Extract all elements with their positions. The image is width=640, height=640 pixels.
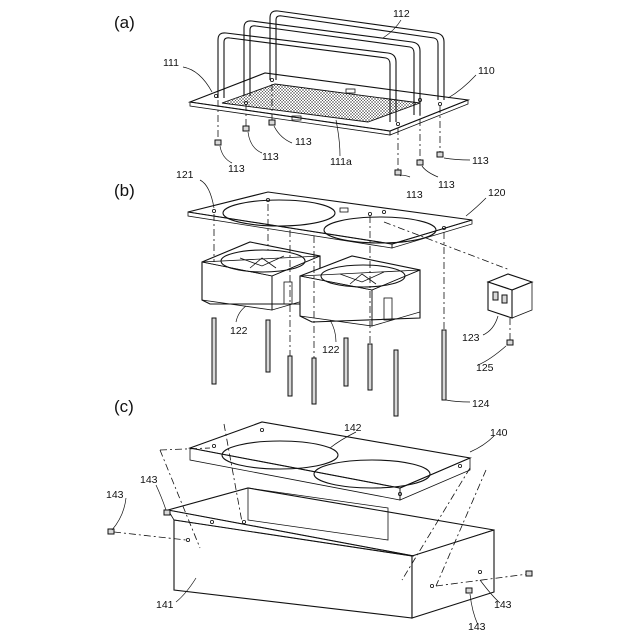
label-113-a3: 113	[472, 155, 489, 167]
label-124: 124	[472, 398, 490, 410]
cover-assembly-110	[190, 11, 468, 175]
label-123: 123	[462, 332, 480, 344]
housing-assembly-140	[108, 422, 532, 618]
section-label-b: (b)	[114, 181, 135, 200]
label-113-a6: 113	[406, 189, 423, 201]
label-112: 112	[393, 8, 410, 20]
label-125: 125	[476, 362, 494, 374]
label-141: 141	[156, 599, 174, 611]
mount-plate-142	[190, 422, 470, 500]
label-111: 111	[163, 57, 179, 69]
label-143-c2: 143	[106, 489, 124, 501]
label-111a: 111a	[330, 156, 352, 168]
cover-plate-111	[190, 73, 468, 135]
section-label-a: (a)	[114, 13, 135, 32]
label-143-c1: 143	[140, 474, 158, 486]
label-120: 120	[488, 187, 506, 199]
label-110: 110	[478, 65, 495, 77]
label-122-right: 122	[322, 344, 340, 356]
label-113-a4: 113	[228, 163, 245, 175]
housing-box-141	[168, 488, 494, 618]
label-113-a2: 113	[262, 151, 279, 163]
label-122-left: 122	[230, 325, 248, 337]
fan-unit-120	[188, 192, 532, 416]
label-142: 142	[344, 422, 362, 434]
label-121: 121	[176, 169, 194, 181]
label-113-a5: 113	[438, 179, 455, 191]
label-140: 140	[490, 427, 508, 439]
label-113-a1: 113	[295, 136, 312, 148]
label-143-c3: 143	[494, 599, 512, 611]
label-143-c4: 143	[468, 621, 486, 633]
section-label-c: (c)	[114, 397, 134, 416]
